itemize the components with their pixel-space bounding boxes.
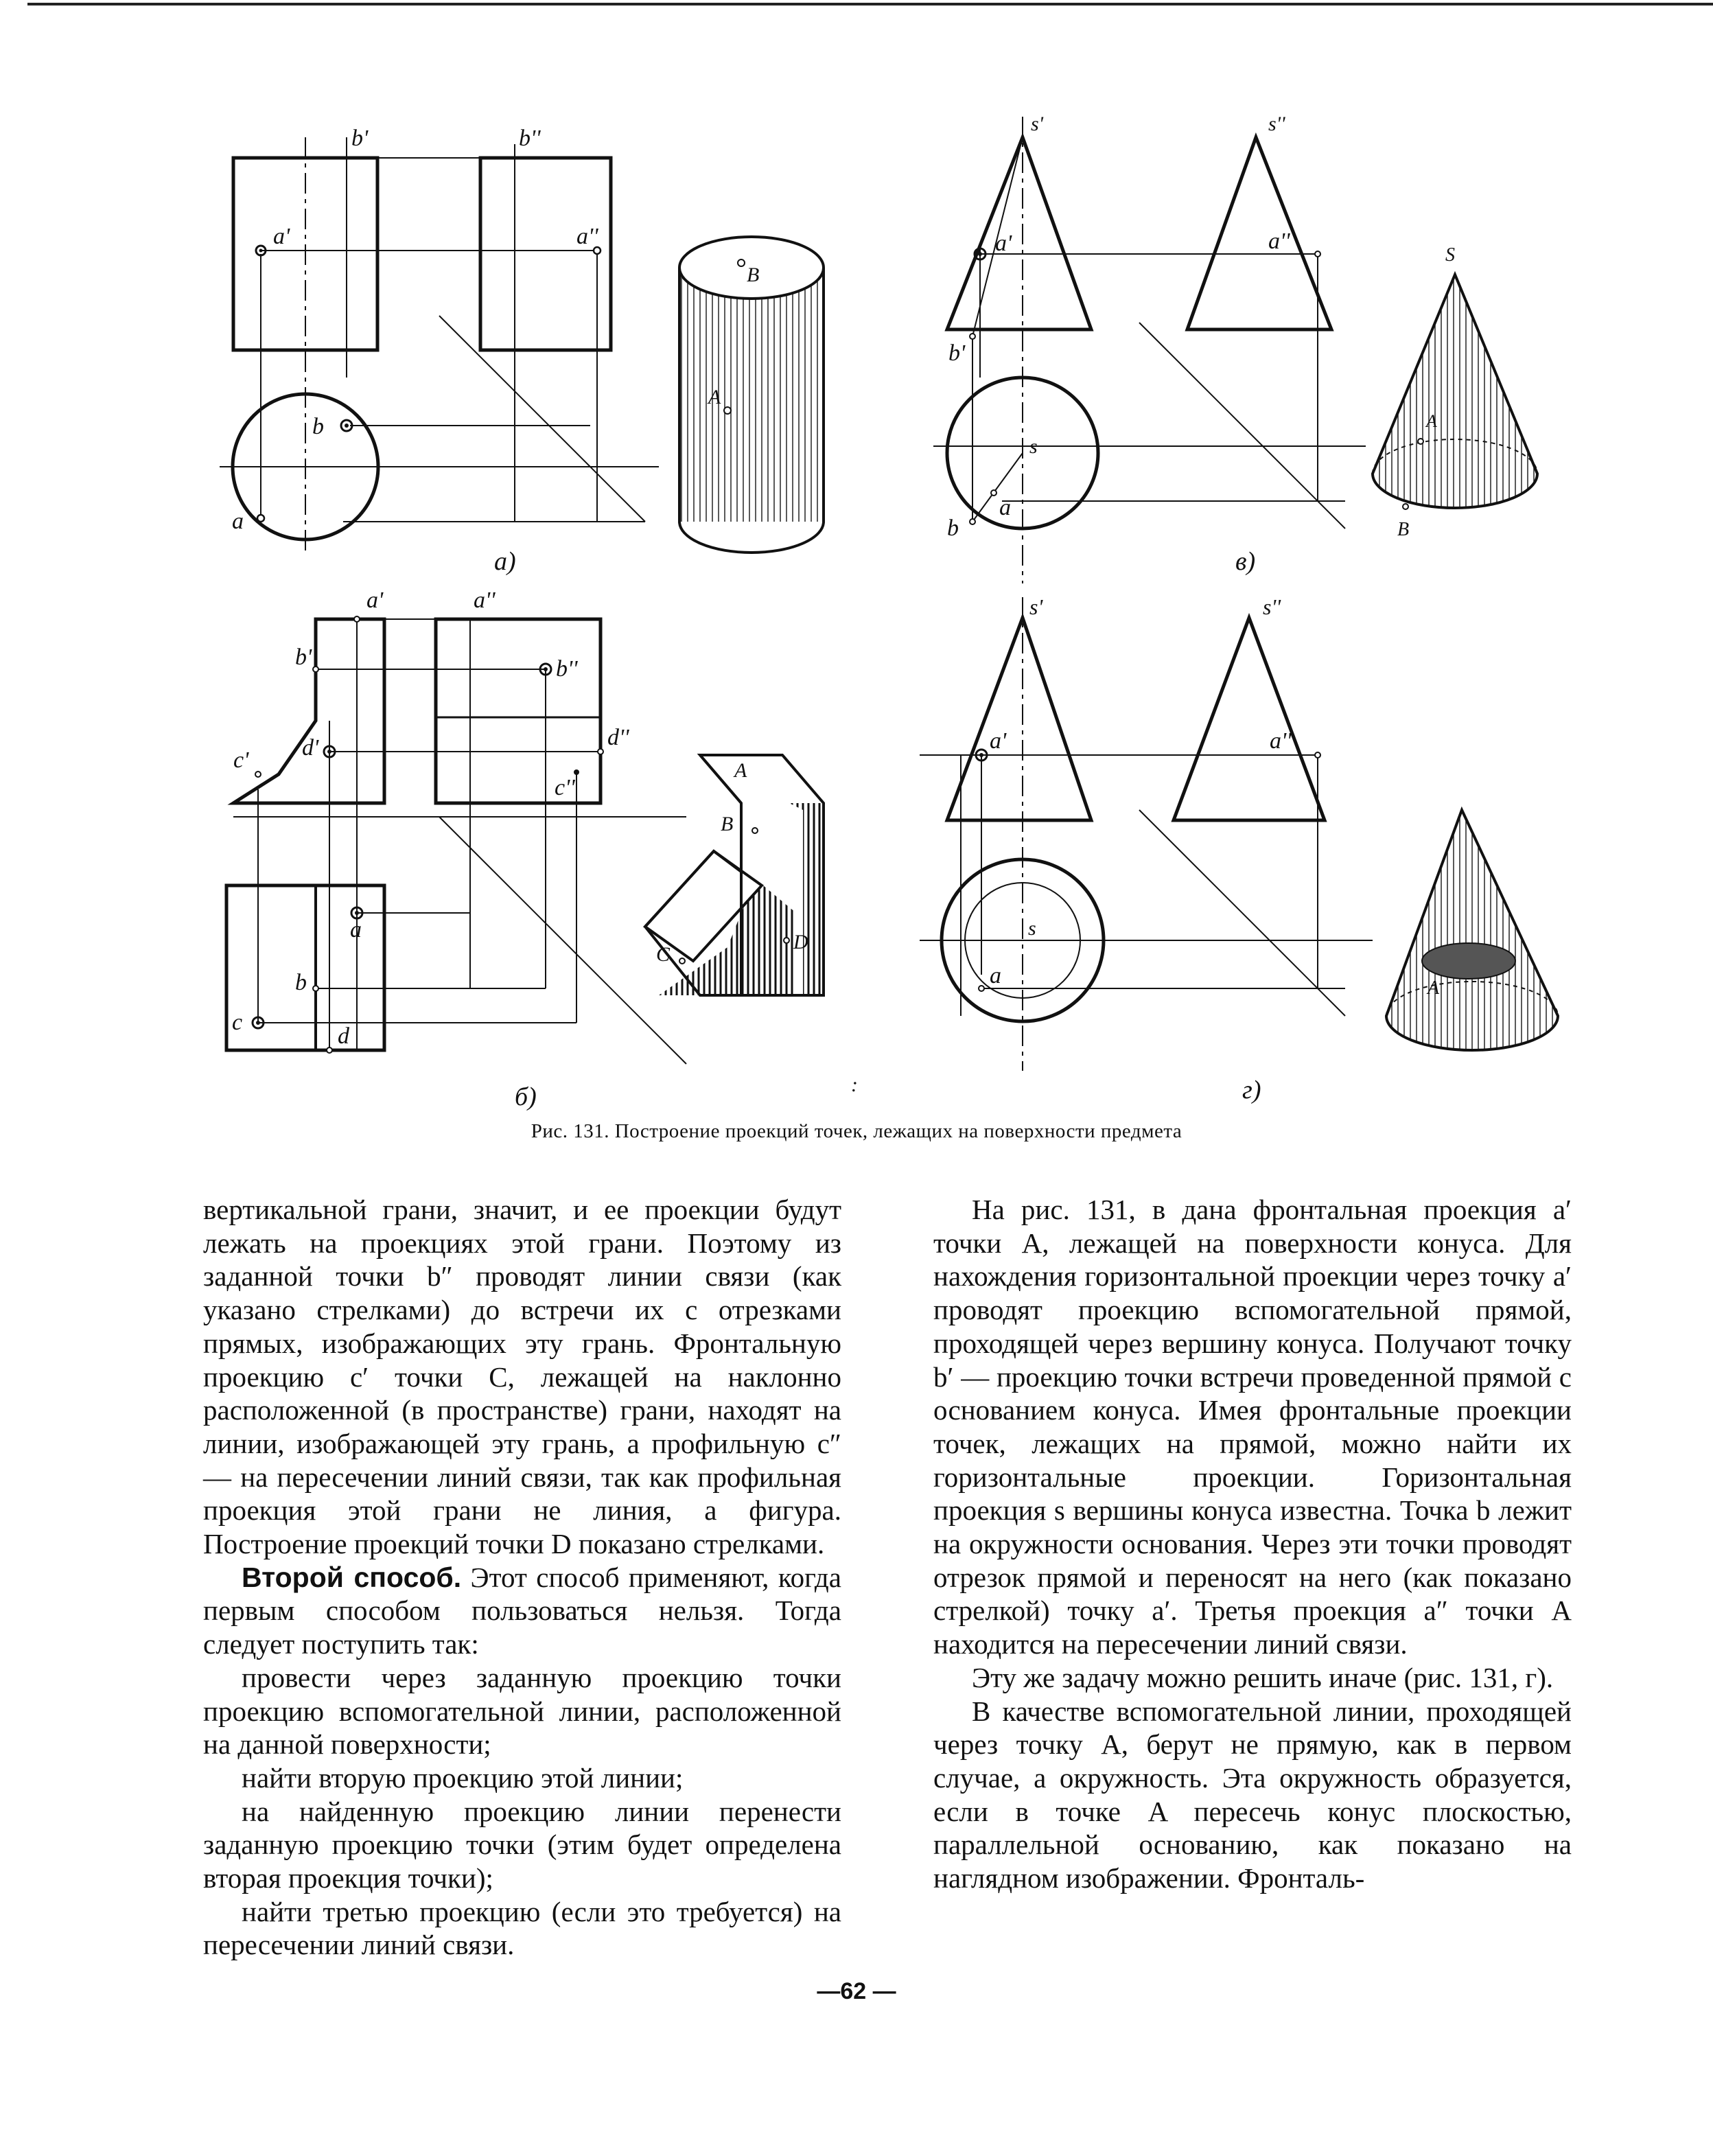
panel-b-label-16: D <box>793 931 808 953</box>
top-rule <box>27 3 1713 5</box>
panel-v-label-1: s' <box>1031 113 1044 135</box>
panel-v-label-3: a' <box>995 231 1012 256</box>
panel-b-label-7: d'' <box>607 725 629 750</box>
panel-b-label-2: a'' <box>474 588 496 613</box>
panel-a-label-2: b'' <box>519 126 541 151</box>
panel-b-label-15: C <box>656 943 671 966</box>
panel-g-label-5: s <box>1028 917 1036 940</box>
panel-g-caption: г) <box>1242 1076 1261 1104</box>
figure-131: b' b'' a' a'' b a B A а) <box>192 103 1578 1112</box>
step-2: найти вторую проекцию этой линии; <box>242 1761 684 1794</box>
panel-g-drawing <box>920 597 1560 1071</box>
panel-b-caption: б) <box>515 1082 537 1111</box>
right-paragraph-3: В качестве вспомогательной линии, проход… <box>933 1695 1572 1894</box>
second-method-paragraph: Второй способ. Этот способ применяют, ко… <box>203 1561 841 1661</box>
panel-b-label-14: B <box>721 813 733 835</box>
panel-b-label-11: c <box>232 1010 242 1035</box>
panel-b-label-6: d' <box>302 735 319 761</box>
panel-v-caption: в) <box>1235 547 1255 576</box>
left-column: вертикальной грани, значит, и ее проекци… <box>203 1193 841 1962</box>
panel-b-label-4: b'' <box>556 656 578 682</box>
panel-a-label-4: a'' <box>576 224 598 249</box>
panel-v-label-11: B <box>1397 519 1409 540</box>
panel-g-label-1: s' <box>1029 594 1043 619</box>
right-paragraph-2: Эту же задачу можно решить иначе (рис. 1… <box>972 1661 1554 1693</box>
panel-b-label-3: b' <box>295 645 312 670</box>
panel-b-drawing <box>224 616 825 1065</box>
second-method-text: Этот способ применяют, когда первым спос… <box>203 1561 841 1660</box>
left-paragraph-1: вертикальной грани, значит, и ее проекци… <box>203 1194 841 1560</box>
panel-v-drawing <box>933 117 1539 583</box>
panel-b-label-13: A <box>733 759 747 782</box>
figure-drawing: b' b'' a' a'' b a B A а) <box>220 113 1560 1111</box>
right-column: На рис. 131, в дана фронтальная проекция… <box>933 1193 1572 1895</box>
panel-v-label-8: a <box>999 495 1011 520</box>
step-3: на найденную проекцию линии перенести за… <box>203 1795 841 1894</box>
panel-v-label-7: b <box>947 515 959 541</box>
panel-b-label-10: b <box>295 970 307 995</box>
panel-v-label-4: a'' <box>1268 229 1290 254</box>
panel-b-label-12: d <box>338 1023 350 1049</box>
panel-b-label-8: c'' <box>555 775 575 800</box>
panel-a-label-5: b <box>312 414 324 439</box>
panel-g-label-3: a' <box>990 728 1007 754</box>
panel-b-label-9: a <box>350 917 362 942</box>
figure-caption: Рис. 131. Построение проекций точек, леж… <box>531 1120 1182 1142</box>
panel-v-label-10: A <box>1425 411 1437 431</box>
panel-v-label-6: s <box>1029 435 1038 458</box>
panel-g-label-6: a <box>990 963 1001 988</box>
page-number: —62 — <box>817 1978 896 2004</box>
panel-v-label-9: S <box>1445 244 1455 266</box>
panel-a-caption: а) <box>494 547 516 576</box>
panel-b-label-5: c' <box>233 747 249 773</box>
panel-v-label-2: s'' <box>1268 113 1285 135</box>
separator-mark: : <box>851 1074 858 1096</box>
step-4: найти третью проекцию (если это требуетс… <box>203 1895 841 1961</box>
panel-a-label-1: b' <box>351 126 369 151</box>
panel-a-label-8: A <box>707 386 721 408</box>
panel-v-label-5: b' <box>948 340 966 366</box>
panel-g-label-4: a'' <box>1270 728 1292 754</box>
step-1: провести через заданную проекцию точки п… <box>203 1661 841 1761</box>
panel-a-label-3: a' <box>273 224 290 249</box>
panel-a-label-6: a <box>232 509 244 534</box>
panel-a-label-7: B <box>747 264 759 286</box>
panel-a-drawing <box>220 137 825 556</box>
right-paragraph-1: На рис. 131, в дана фронтальная проекция… <box>933 1194 1572 1660</box>
panel-g-label-7: A <box>1426 977 1440 999</box>
panel-g-label-2: s'' <box>1263 594 1281 619</box>
second-method-title: Второй способ. <box>242 1561 462 1593</box>
panel-b-label-1: a' <box>366 588 384 613</box>
